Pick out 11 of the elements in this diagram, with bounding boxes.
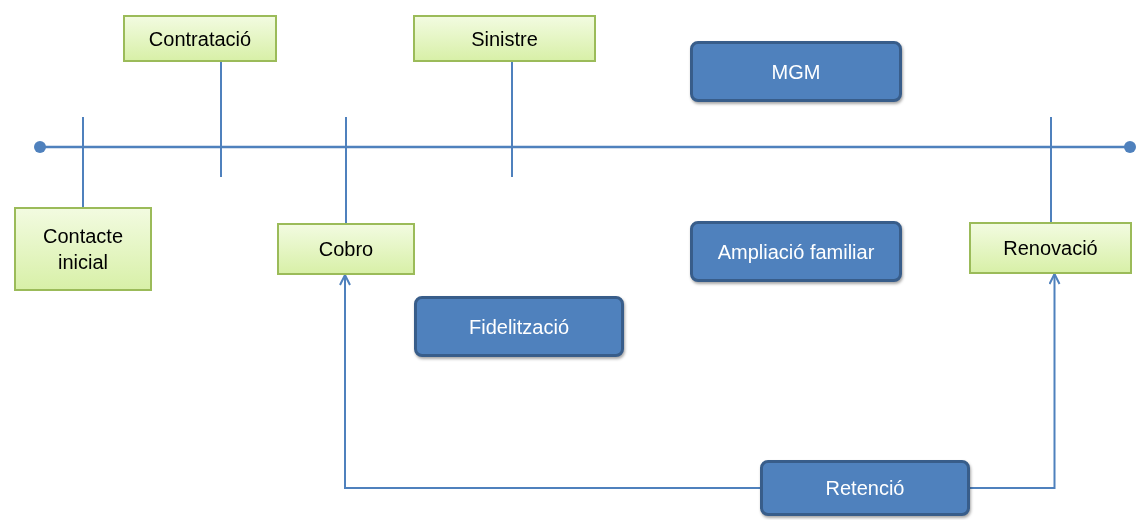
- timeline-stage-box: Renovació: [969, 222, 1132, 274]
- timeline-stage-box: Sinistre: [413, 15, 596, 62]
- arrow: [339, 274, 761, 489]
- rounded-stage-box: Fidelització: [414, 296, 624, 357]
- timeline-stage-box: Contratació: [123, 15, 277, 62]
- rounded-stage-box: Ampliació familiar: [690, 221, 902, 282]
- timeline-stage-box: Contacte inicial: [14, 207, 152, 291]
- timeline-stage-box: Cobro: [277, 223, 415, 275]
- arrow: [969, 273, 1061, 489]
- rounded-stage-box: MGM: [690, 41, 902, 102]
- rounded-stage-box: Retenció: [760, 460, 970, 516]
